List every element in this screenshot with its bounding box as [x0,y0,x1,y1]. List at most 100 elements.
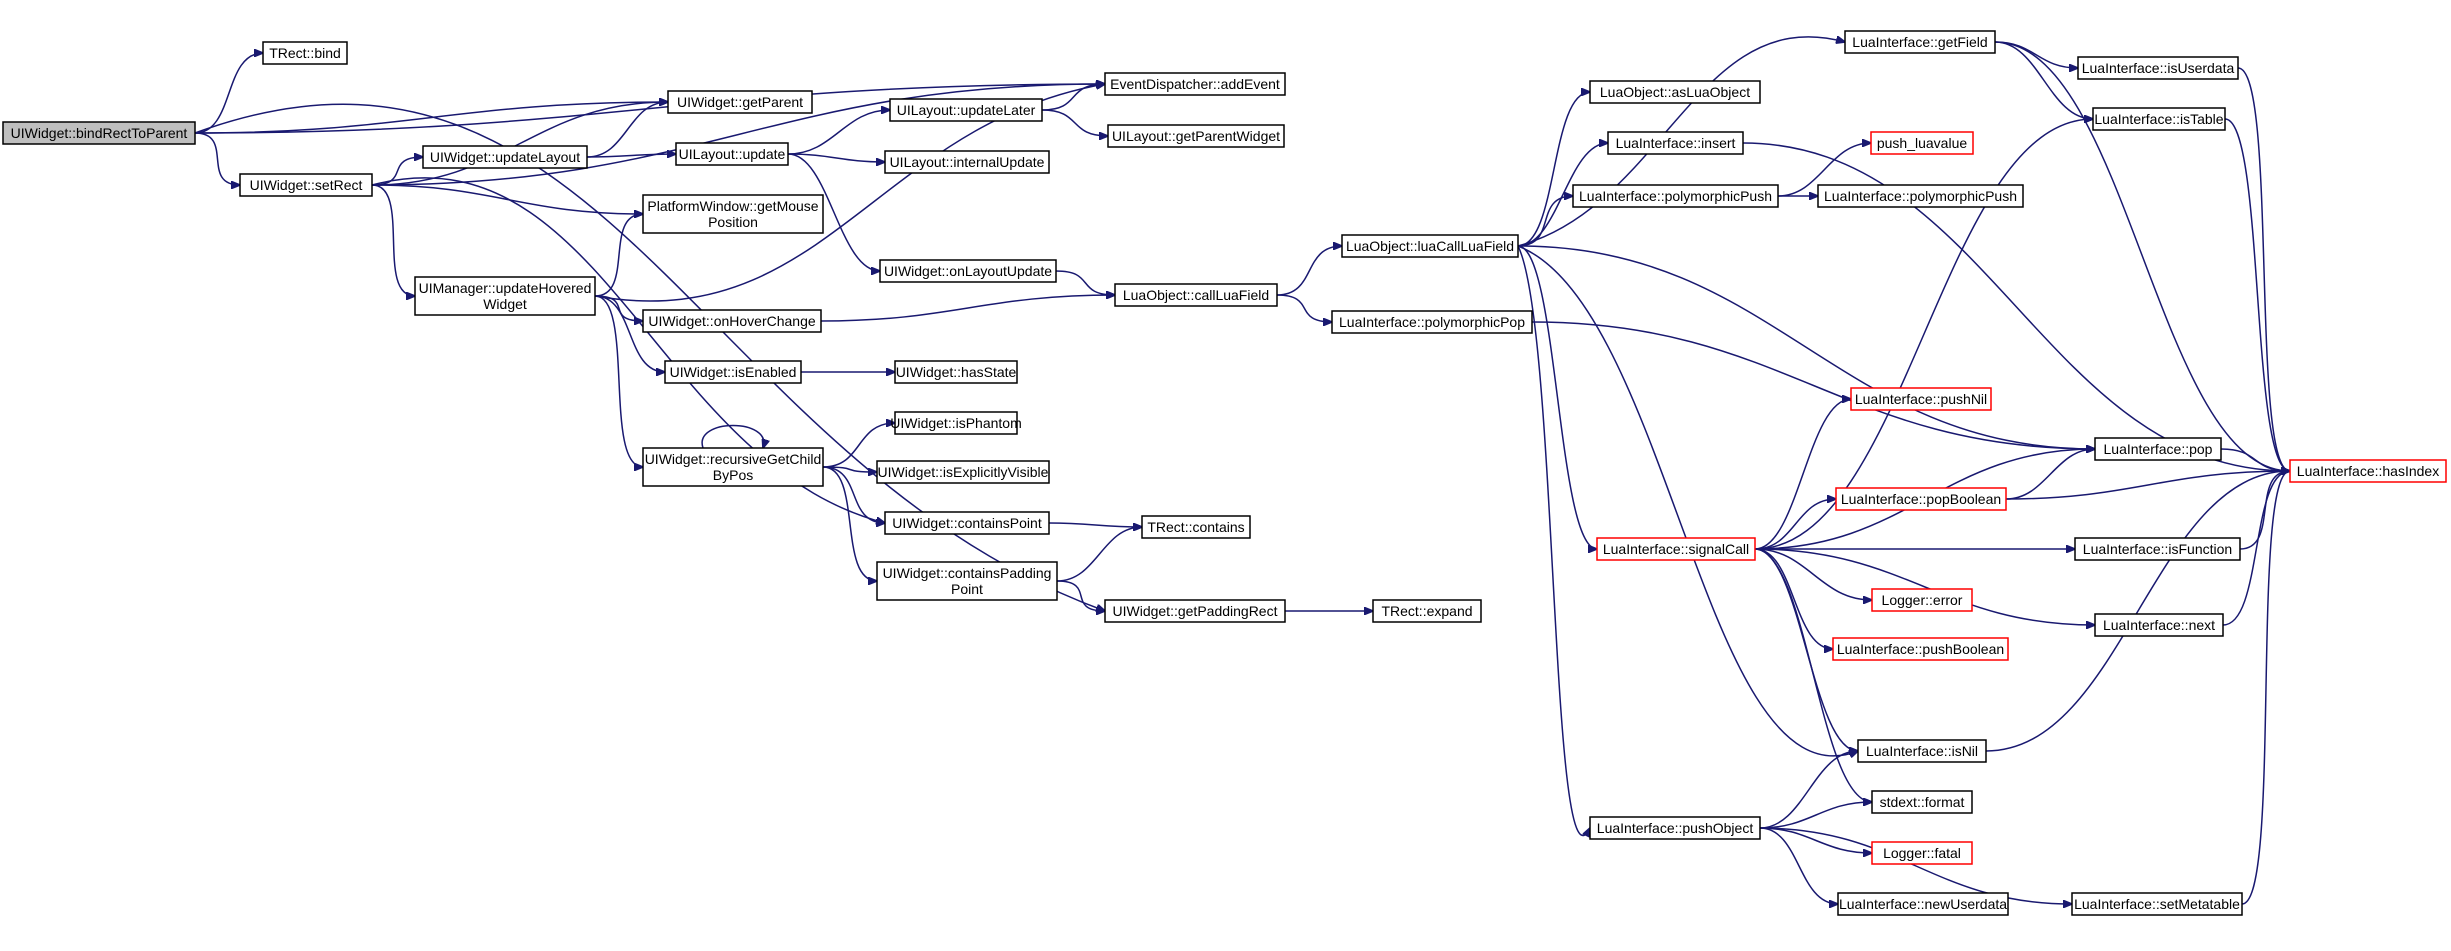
edge-uilayout_updateLater-to-evd_addEvent [1041,84,1105,111]
node-li-setMetatable[interactable]: LuaInterface::setMetatable [2071,892,2243,916]
node-stdext-format[interactable]: stdext::format [1871,790,1973,814]
node-label: Point [951,581,983,597]
node-box [1835,487,2007,511]
node-uiw-onHoverChange[interactable]: UIWidget::onHoverChange [642,309,822,333]
node-uiw-onLayoutUpdate[interactable]: UIWidget::onLayoutUpdate [879,259,1057,283]
node-box [239,173,373,197]
edge-uiw_containsPoint-to-trect_contains [1048,522,1142,527]
node-logger-error[interactable]: Logger::error [1871,588,1973,612]
node-uiw-isEnabled[interactable]: UIWidget::isEnabled [664,360,802,384]
node-box [667,90,813,114]
node-box [894,411,1018,435]
node-label: stdext::format [1880,794,1965,810]
node-li-pushObject[interactable]: LuaInterface::pushObject [1589,816,1761,840]
node-uilayout-updateLater[interactable]: UILayout::updateLater [889,98,1043,122]
edge-uiw_setRect-to-uiw_updateLayout [371,157,423,186]
node-uiw-hasState[interactable]: UIWidget::hasState [894,360,1018,384]
node-trect-expand[interactable]: TRect::expand [1372,599,1482,623]
node-box [1857,739,1987,763]
node-label: UILayout::getParentWidget [1112,128,1280,144]
node-li-getField[interactable]: LuaInterface::getField [1844,30,1996,54]
node-uilayout-getParentWidget[interactable]: UILayout::getParentWidget [1107,124,1285,148]
node-li-polymorphicPush-b[interactable]: LuaInterface::polymorphicPush [1817,184,2024,208]
node-box [414,276,596,316]
node-uiw-getPaddingRect[interactable]: UIWidget::getPaddingRect [1104,599,1286,623]
node-box [1607,131,1744,155]
node-uiw-setRect[interactable]: UIWidget::setRect [239,173,373,197]
node-luaobj-asLuaObject[interactable]: LuaObject::asLuaObject [1589,80,1761,104]
node-uilayout-update[interactable]: UILayout::update [675,142,789,166]
node-luaobj-luaCallLuaField[interactable]: LuaObject::luaCallLuaField [1341,234,1519,258]
node-logger-fatal[interactable]: Logger::fatal [1871,841,1973,865]
edge-uilayout_updateLater-to-uilayout_getParentWidget [1041,109,1108,136]
node-box [1596,537,1756,561]
node-li-next[interactable]: LuaInterface::next [2094,613,2224,637]
node-uiw-getParent[interactable]: UIWidget::getParent [667,90,813,114]
node-label: TRect::contains [1147,519,1244,535]
node-box [675,142,789,166]
node-uiw-bindRectToParent[interactable]: UIWidget::bindRectToParent [2,121,196,145]
node-box [2077,56,2239,80]
node-li-isFunction[interactable]: LuaInterface::isFunction [2074,537,2241,561]
edge-li_popBoolean-to-li_hasIndex [2005,471,2290,500]
node-box [2289,459,2447,483]
node-label: UILayout::internalUpdate [890,154,1045,170]
edge-li_signalCall-to-stdext_format [1754,548,1872,802]
node-box [876,561,1058,601]
node-box [894,360,1018,384]
node-li-pop[interactable]: LuaInterface::pop [2094,437,2222,461]
node-uilayout-internalUpdate[interactable]: UILayout::internalUpdate [884,150,1050,174]
node-li-popBoolean[interactable]: LuaInterface::popBoolean [1835,487,2007,511]
node-li-pushBoolean[interactable]: LuaInterface::pushBoolean [1832,637,2009,661]
node-label: LuaInterface::setMetatable [2074,896,2240,912]
node-luaobj-callLuaField[interactable]: LuaObject::callLuaField [1114,283,1278,307]
node-evd-addEvent[interactable]: EventDispatcher::addEvent [1104,72,1286,96]
edge-li_getField-to-li_isUserdata [1994,41,2078,68]
node-label: LuaInterface::signalCall [1603,541,1749,557]
node-label: Logger::fatal [1883,845,1961,861]
node-box [1589,80,1761,104]
node-uiw-isExplicitlyVisible[interactable]: UIWidget::isExplicitlyVisible [876,460,1050,484]
node-li-newUserdata[interactable]: LuaInterface::newUserdata [1837,892,2009,916]
edge-li_isUserdata-to-li_hasIndex [2237,67,2290,471]
node-li-signalCall[interactable]: LuaInterface::signalCall [1596,537,1756,561]
node-label: UIWidget::containsPadding [883,565,1052,581]
edge-luaobj_luaCallLuaField-to-li_insert [1517,143,1608,247]
node-label: UIManager::updateHovered [419,280,592,296]
node-li-insert[interactable]: LuaInterface::insert [1607,131,1744,155]
node-box [1870,131,1974,155]
node-trect-contains[interactable]: TRect::contains [1141,515,1251,539]
node-label: LuaInterface::polymorphicPush [1579,188,1772,204]
node-trect-bind[interactable]: TRect::bind [262,41,348,65]
node-li-isTable[interactable]: LuaInterface::isTable [2092,107,2226,131]
node-box [2,121,196,145]
node-li-polymorphicPush-a[interactable]: LuaInterface::polymorphicPush [1572,184,1779,208]
node-box [1871,841,1973,865]
node-push-luavalue[interactable]: push_luavalue [1870,131,1974,155]
edge-li_isFunction-to-li_hasIndex [2239,471,2290,550]
edge-uim_updateHoveredWidget-to-pw_getMousePosition [594,214,643,297]
node-label: LuaInterface::isNil [1866,743,1978,759]
node-box [879,259,1057,283]
node-li-polymorphicPop[interactable]: LuaInterface::polymorphicPop [1331,310,1533,334]
edge-li_pushObject-to-li_isNil [1759,751,1858,829]
node-box [1331,310,1533,334]
node-label: UIWidget::bindRectToParent [11,125,188,141]
node-uiw-isPhantom[interactable]: UIWidget::isPhantom [890,411,1022,435]
function-nodes: UIWidget::bindRectToParent TRect::bindUIW… [2,30,2447,916]
node-li-isNil[interactable]: LuaInterface::isNil [1857,739,1987,763]
node-box [876,460,1050,484]
node-box [642,194,824,234]
node-uiw-updateLayout[interactable]: UIWidget::updateLayout [422,145,588,169]
edge-uilayout_update-to-uilayout_updateLater [787,110,890,155]
node-uiw-containsPoint[interactable]: UIWidget::containsPoint [884,511,1050,535]
node-li-isUserdata[interactable]: LuaInterface::isUserdata [2077,56,2239,80]
node-li-pushNil[interactable]: LuaInterface::pushNil [1850,387,1992,411]
node-li-hasIndex[interactable]: LuaInterface::hasIndex [2289,459,2447,483]
node-label: TRect::bind [269,45,341,61]
